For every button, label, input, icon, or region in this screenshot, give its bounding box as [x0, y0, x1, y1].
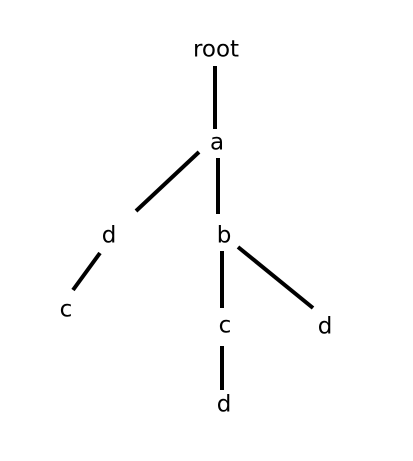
edge-a-d-left [134, 150, 201, 213]
node-d-right-label: d [318, 314, 333, 340]
node-a-label: a [210, 130, 224, 156]
edge-d-left-c-left [71, 251, 102, 292]
node-b-label: b [217, 223, 232, 249]
edge-b-d-right [236, 245, 315, 310]
node-root-label: root [193, 37, 239, 63]
node-c-left-label: c [60, 297, 73, 323]
node-c-mid-label: c [219, 313, 232, 339]
node-d-bottom-label: d [217, 392, 232, 418]
node-d-left-label: d [102, 223, 117, 249]
